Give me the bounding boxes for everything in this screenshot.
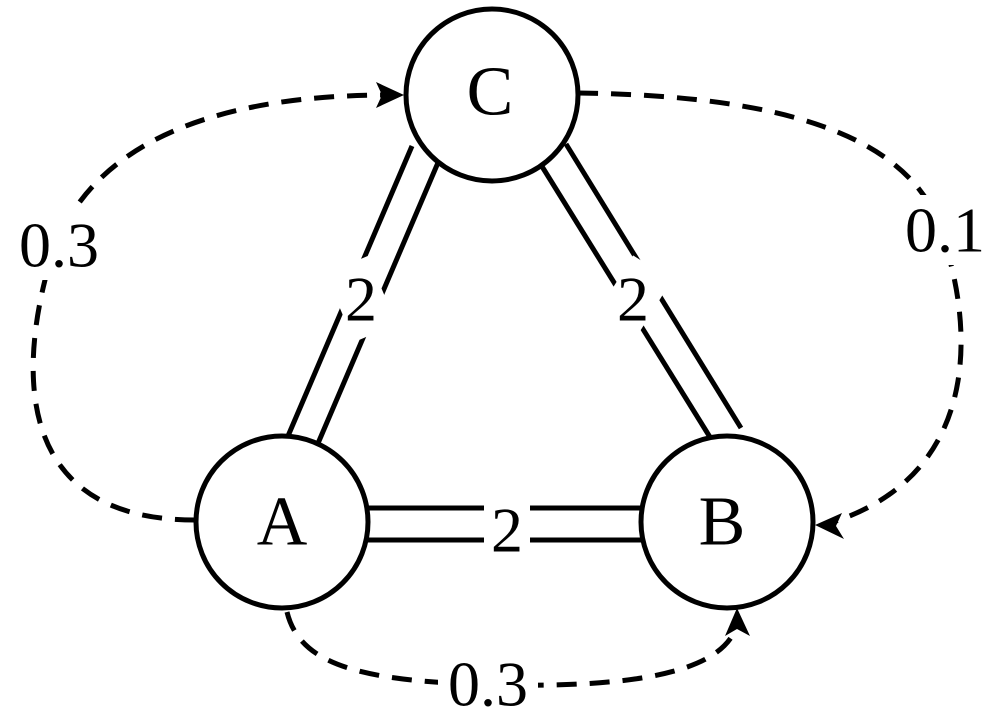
arrowhead-icon: [725, 608, 750, 636]
arrowhead-icon: [815, 513, 844, 539]
weight-arc-a-to-c: 0.3: [8, 210, 108, 281]
svg-text:2: 2: [491, 495, 523, 566]
svg-text:2: 2: [345, 264, 377, 335]
node-label: B: [699, 484, 746, 561]
arc-c-to-b: [577, 90, 964, 539]
svg-text:0.1: 0.1: [905, 195, 985, 266]
weight-bc: 2: [593, 255, 673, 343]
node-c[interactable]: C: [403, 6, 581, 184]
arrowhead-icon: [376, 82, 404, 108]
weight-ac: 2: [325, 255, 397, 343]
svg-text:0.3: 0.3: [448, 649, 528, 717]
node-a[interactable]: A: [193, 433, 371, 611]
node-b[interactable]: B: [638, 433, 816, 611]
weight-arc-a-to-b: 0.3: [438, 649, 538, 717]
weight-ab: 2: [484, 492, 530, 566]
node-label: A: [257, 484, 308, 561]
svg-text:2: 2: [617, 264, 649, 335]
weight-arc-c-to-b: 0.1: [896, 195, 994, 266]
svg-text:0.3: 0.3: [19, 210, 99, 281]
node-label: C: [467, 54, 514, 131]
